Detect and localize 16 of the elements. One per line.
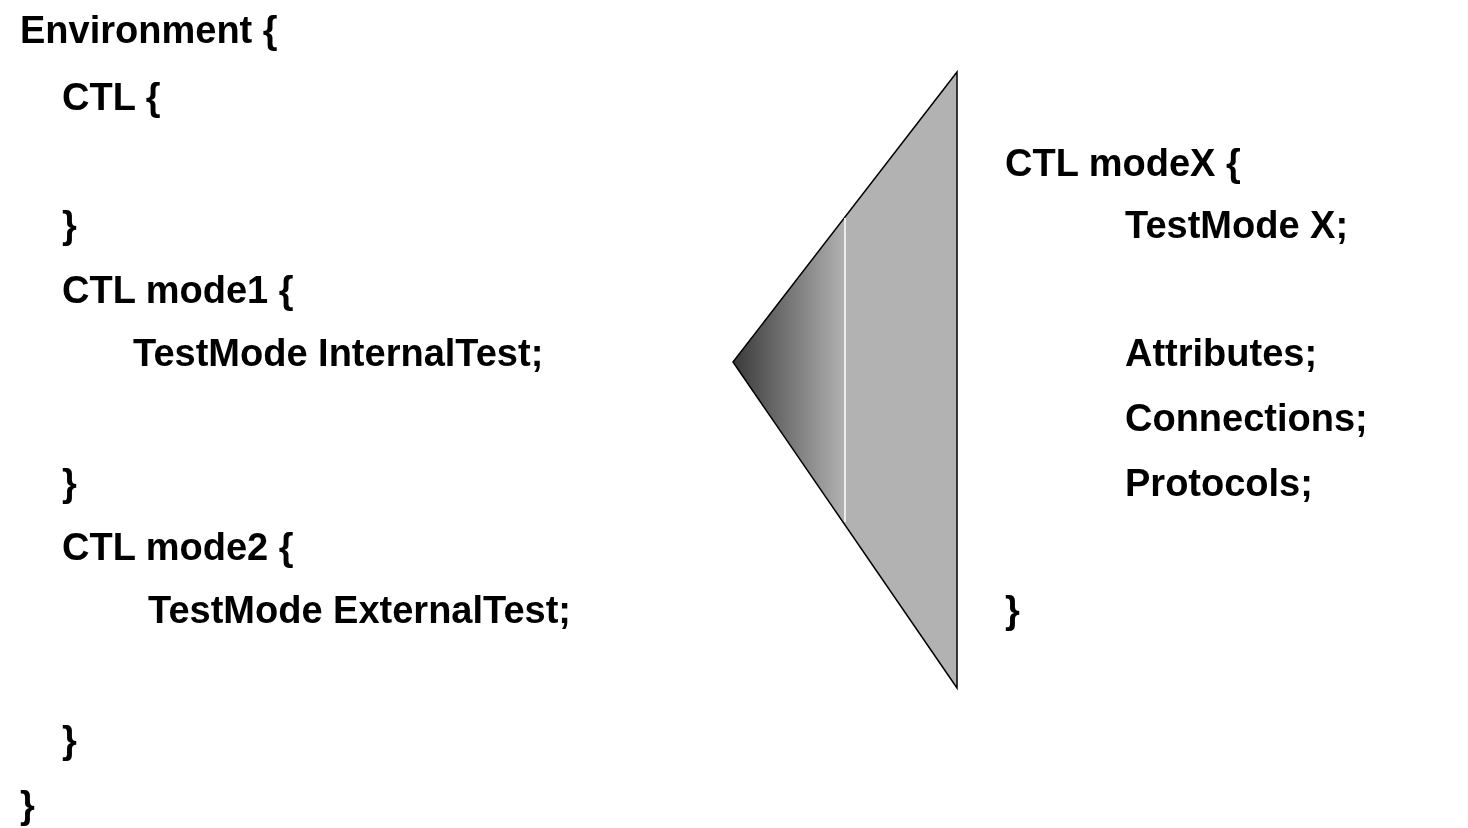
code-line: } [1005, 590, 1020, 630]
code-line: Connections; [1125, 398, 1368, 438]
code-line: CTL modeX { [1005, 143, 1241, 183]
code-line: CTL mode2 { [62, 527, 294, 567]
code-line: Protocols; [1125, 463, 1313, 503]
code-line: TestMode ExternalTest; [148, 590, 571, 630]
code-line: CTL mode1 { [62, 270, 294, 310]
code-line: } [62, 205, 77, 245]
code-line: Environment { [20, 10, 278, 50]
code-line: TestMode X; [1125, 205, 1349, 245]
code-line: } [62, 720, 77, 760]
code-line: } [62, 463, 77, 503]
code-line: } [20, 785, 35, 825]
code-line: CTL { [62, 77, 161, 117]
code-line: TestMode InternalTest; [133, 333, 544, 373]
code-line: Attributes; [1125, 333, 1318, 373]
